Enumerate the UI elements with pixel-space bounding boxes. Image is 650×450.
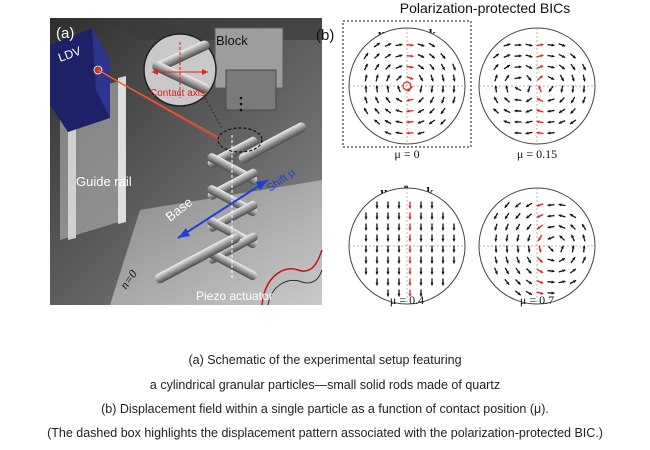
caption-line-1: (a) Schematic of the experimental setup … bbox=[188, 353, 462, 367]
figure: (a) LDV Block Contact axis Guide rail Ba… bbox=[50, 0, 596, 307]
panel-b-title: Polarization-protected BICs bbox=[400, 0, 570, 16]
panel-a-label: (a) bbox=[56, 25, 74, 42]
displacement-field-3 bbox=[478, 187, 596, 305]
mu-label-0: μ = 0 bbox=[394, 147, 419, 161]
caption-line-2: a cylindrical granular particles—small s… bbox=[149, 378, 501, 392]
displacement-field-1 bbox=[478, 27, 596, 145]
displacement-field-0 bbox=[348, 27, 466, 145]
shift-arrow bbox=[177, 179, 269, 239]
displacement-field-2 bbox=[348, 187, 466, 305]
guide-rail-label: Guide rail bbox=[76, 174, 132, 189]
caption-line-4: (The dashed box highlights the displacem… bbox=[47, 426, 603, 440]
mu-label-2: μ = 0.4 bbox=[390, 293, 424, 307]
panel-a-schematic: (a) LDV Block Contact axis Guide rail Ba… bbox=[50, 18, 323, 306]
panel-b: Polarization-protected BICs (b) u_r ⊥ u_… bbox=[316, 0, 596, 307]
mu-label-3: μ = 0.7 bbox=[520, 293, 554, 307]
magnifier-inset bbox=[143, 33, 217, 107]
mu-label-1: μ = 0.15 bbox=[517, 147, 557, 161]
piezo-cable bbox=[261, 249, 323, 306]
bic-highlight-box bbox=[342, 20, 472, 148]
block-label: Block bbox=[216, 33, 248, 48]
piezo-label: Piezo actuator bbox=[196, 289, 273, 303]
caption-line-3: (b) Displacement field within a single p… bbox=[101, 402, 549, 416]
panel-b-label: (b) bbox=[316, 27, 334, 44]
laser-beam bbox=[97, 69, 221, 141]
rod-stack bbox=[155, 122, 307, 284]
contact-axis-label: Contact axis bbox=[150, 88, 205, 99]
